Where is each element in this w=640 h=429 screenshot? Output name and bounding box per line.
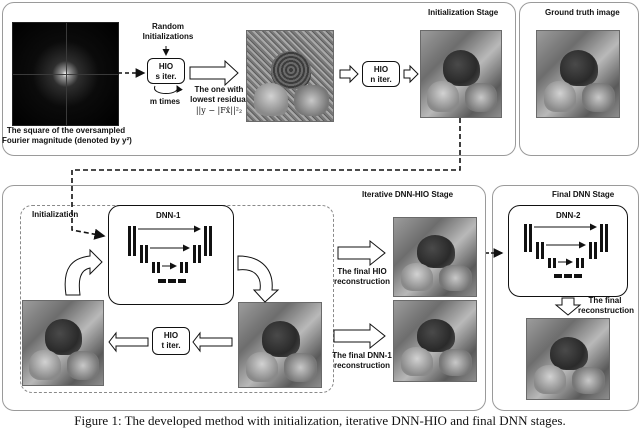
residual-formula: ||y − |Fx̂||²₂ bbox=[195, 106, 243, 115]
lowest-line1: The one with bbox=[194, 85, 244, 94]
final-output-image bbox=[526, 318, 610, 400]
hio-s-iter-box: HIO s iter. bbox=[147, 58, 185, 84]
final-recon-line2: reconstruction bbox=[578, 306, 635, 315]
unet-glyph-dnn1 bbox=[128, 225, 212, 283]
hollow-arrow-to-lowest bbox=[189, 59, 239, 87]
initialization-inner-title: Initialization bbox=[32, 210, 79, 219]
init-output-image bbox=[420, 30, 502, 118]
lowest-line2: lowest residual bbox=[190, 95, 248, 104]
random-initializations-label: Random Initializations bbox=[130, 22, 206, 42]
dnn2-label: DNN-2 bbox=[556, 211, 581, 220]
hio-s-line1: HIO bbox=[158, 62, 174, 71]
hollow-arrow-to-hio-n bbox=[339, 64, 359, 84]
unet-glyph-dnn2 bbox=[524, 223, 608, 278]
hio-t-line2: t iter. bbox=[161, 341, 181, 350]
hio-t-iter-box: HIO t iter. bbox=[152, 327, 190, 355]
final-reconstruction-label: The final reconstruction bbox=[578, 296, 635, 316]
hollow-arrow-down-final bbox=[554, 297, 582, 316]
ground-truth-image bbox=[536, 30, 620, 118]
hollow-arrow-to-final-dnn1 bbox=[333, 322, 386, 350]
dnn2-box bbox=[508, 205, 628, 297]
final-hio-image bbox=[393, 217, 477, 297]
lowest-residual-label: The one with lowest residual bbox=[184, 85, 254, 105]
fourier-caption-line2: Fourier magnitude (denoted by y²) bbox=[2, 136, 132, 145]
hio-t-line1: HIO bbox=[163, 331, 179, 340]
hollow-arrow-to-final-hio bbox=[337, 239, 386, 267]
iterative-stage-title: Iterative DNN-HIO Stage bbox=[362, 190, 454, 199]
dnn1-label: DNN-1 bbox=[156, 211, 181, 220]
figure-caption: Figure 1: The developed method with init… bbox=[74, 413, 566, 428]
random-line1: Random bbox=[152, 22, 184, 31]
hollow-arrow-to-hio-t bbox=[192, 331, 233, 353]
curved-arrow-into-dnn1 bbox=[64, 248, 103, 296]
final-dnn1-image bbox=[393, 300, 477, 382]
final-dnn1-label: The final DNN-1 reconstruction bbox=[328, 351, 396, 371]
initialization-stage-title: Initialization Stage bbox=[428, 8, 499, 17]
final-hio-label: The final HIO reconstruction bbox=[330, 267, 394, 287]
loop-arrow-m-times bbox=[154, 85, 183, 94]
iterative-input-image bbox=[22, 300, 104, 386]
final-dnn-stage-title: Final DNN Stage bbox=[552, 190, 615, 199]
hio-n-line2: n iter. bbox=[370, 75, 392, 84]
lowest-residual-image bbox=[246, 30, 334, 122]
fourier-caption-line1: The square of the oversampled bbox=[6, 126, 126, 135]
final-dnn1-line2: reconstruction bbox=[333, 361, 390, 370]
final-recon-line1: The final bbox=[588, 296, 622, 305]
hollow-arrow-from-hio-t bbox=[108, 331, 149, 353]
hio-n-iter-box: HIO n iter. bbox=[362, 61, 400, 87]
initialization-stage-box bbox=[2, 2, 516, 156]
m-times-label: m times bbox=[149, 97, 181, 106]
final-hio-line1: The final HIO bbox=[337, 267, 387, 276]
random-line2: Initializations bbox=[142, 32, 194, 41]
dashed-connector-init-to-iterative bbox=[71, 118, 461, 240]
curved-arrow-out-of-dnn1 bbox=[237, 255, 280, 303]
dnn1-box bbox=[108, 205, 234, 305]
iterative-stage-box bbox=[2, 185, 486, 411]
final-dnn1-line1: The final DNN-1 bbox=[332, 351, 392, 360]
hollow-arrow-from-hio-n bbox=[403, 64, 419, 84]
fourier-magnitude-image bbox=[12, 22, 119, 126]
final-dnn-stage-box bbox=[492, 185, 639, 411]
fourier-caption: The square of the oversampled Fourier ma… bbox=[2, 126, 132, 146]
ground-truth-box bbox=[519, 2, 639, 156]
hio-n-line1: HIO bbox=[373, 65, 389, 74]
final-hio-line2: reconstruction bbox=[333, 277, 390, 286]
hio-s-line2: s iter. bbox=[155, 72, 177, 81]
ground-truth-title: Ground truth image bbox=[545, 8, 620, 17]
dnn1-output-image bbox=[238, 302, 322, 388]
